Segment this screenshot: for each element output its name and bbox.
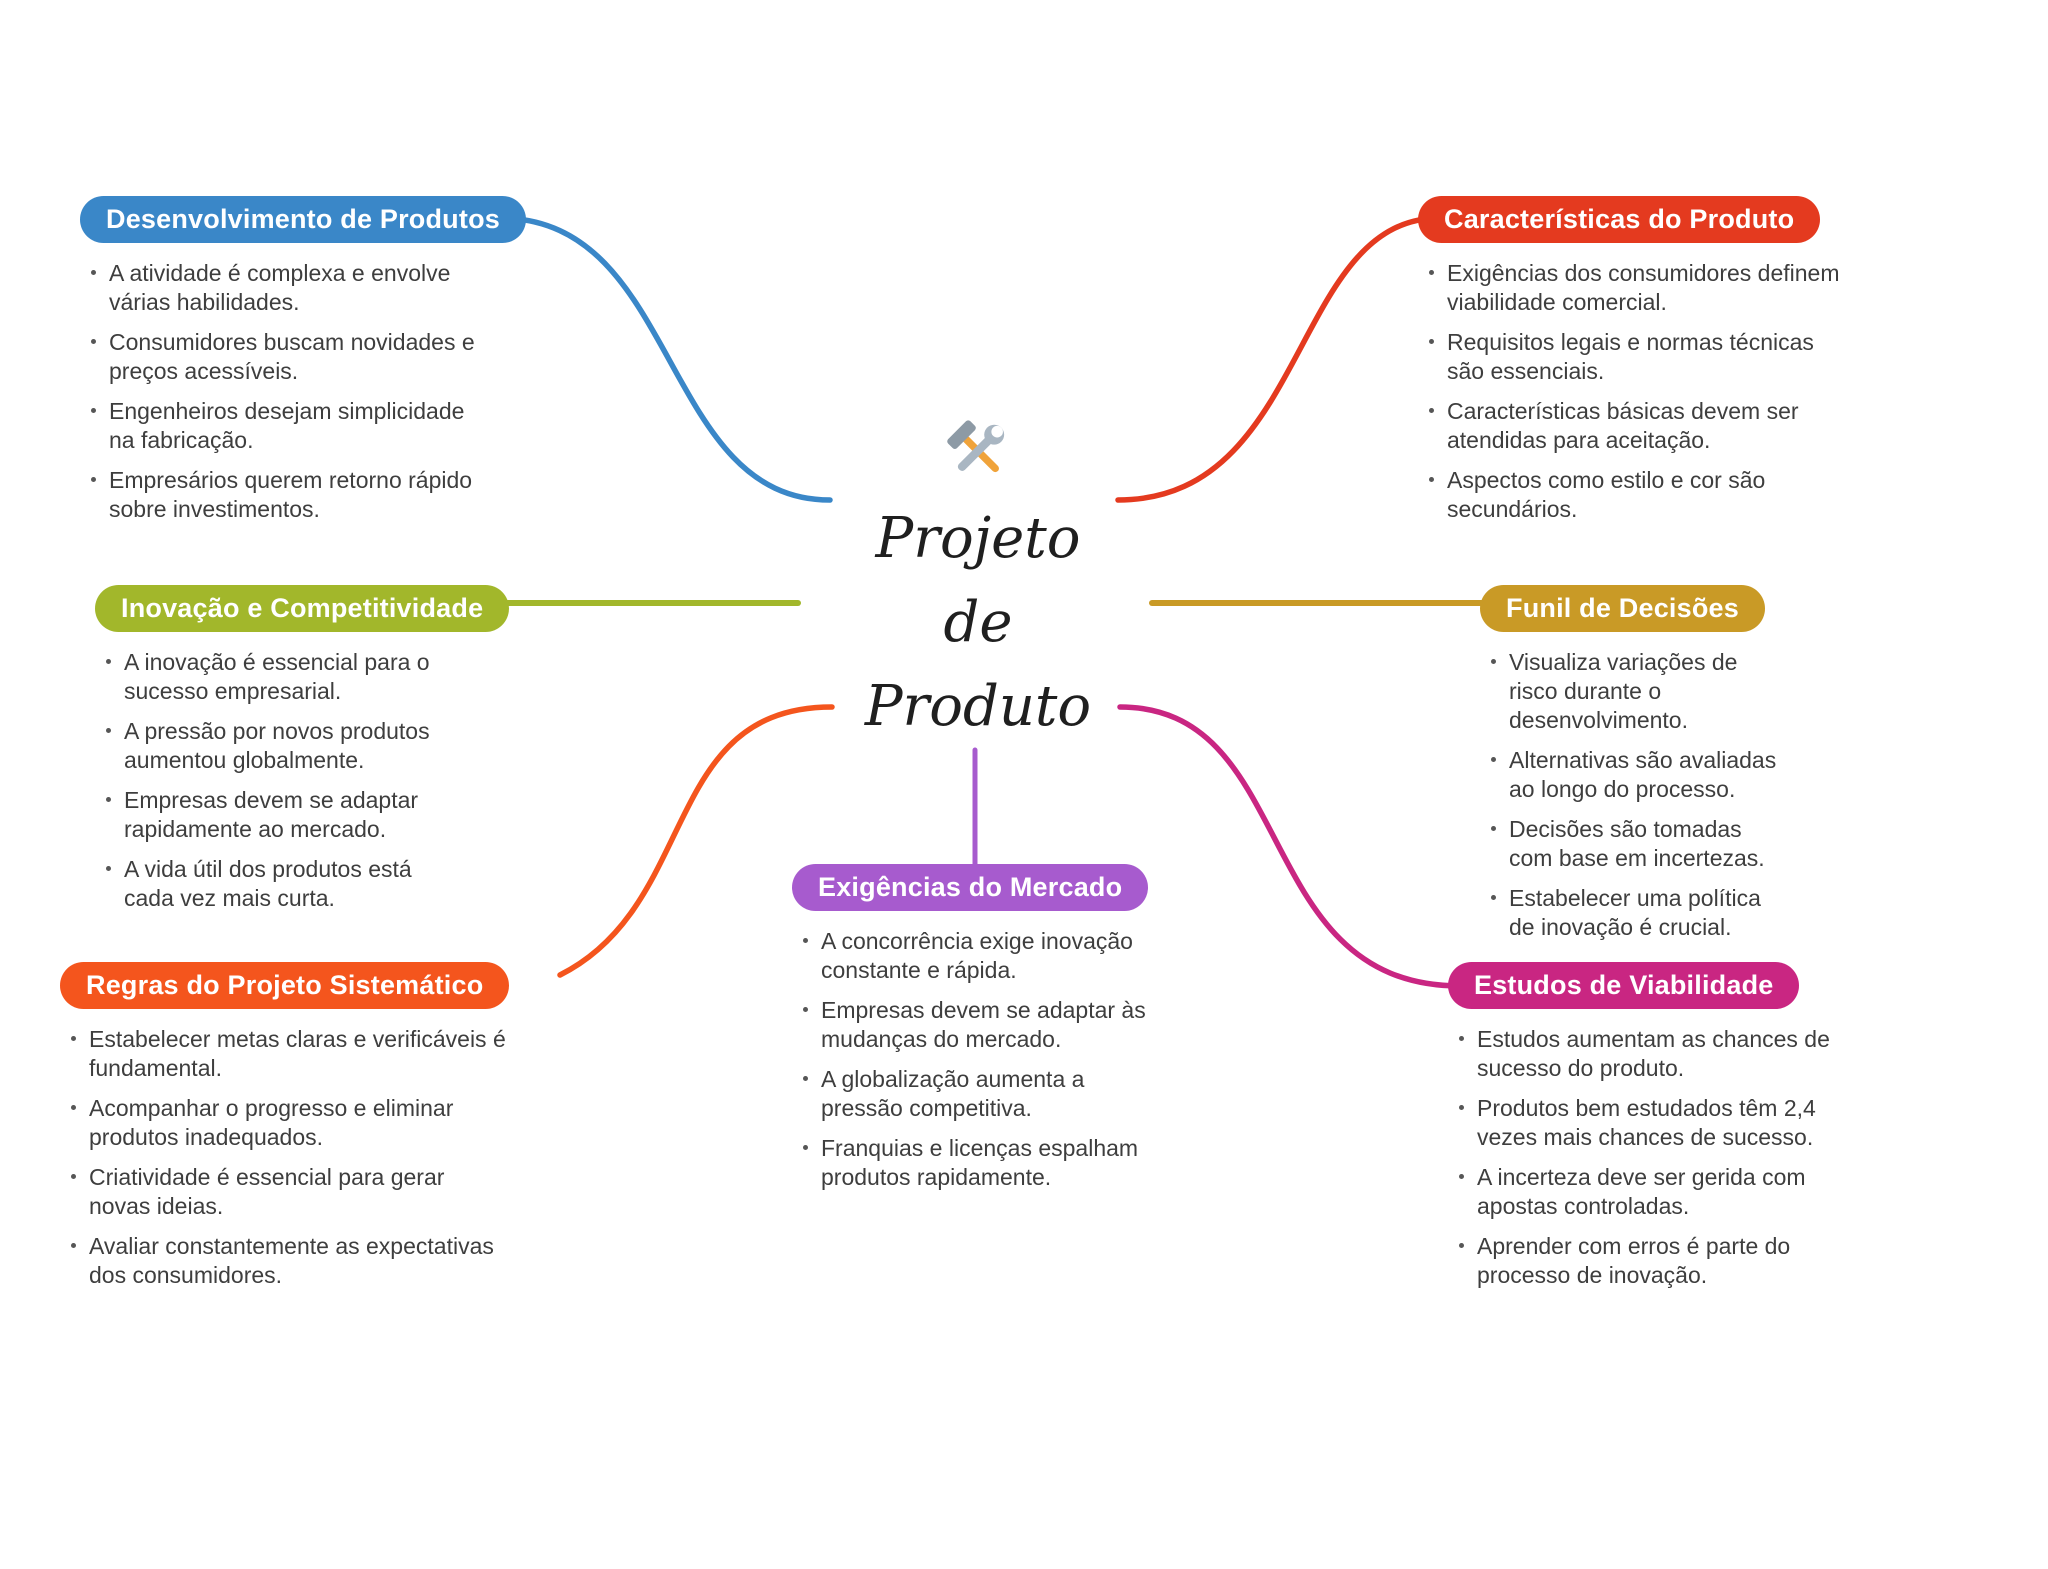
bullet-item: Acompanhar o progresso e eliminar produt… xyxy=(64,1094,509,1152)
branch-desenvolvimento-de-produtos: Desenvolvimento de Produtos A atividade … xyxy=(80,196,526,535)
branch-bullets-caracteristicas: Exigências dos consumidores definem viab… xyxy=(1422,259,1842,524)
branch-bullets-inovacao: A inovação é essencial para o sucesso em… xyxy=(99,648,449,913)
branch-title-mercado: Exigências do Mercado xyxy=(792,864,1149,911)
bullet-item: Aspectos como estilo e cor são secundári… xyxy=(1422,466,1842,524)
center-title-line-2: de xyxy=(943,590,1013,655)
branch-title-funil: Funil de Decisões xyxy=(1480,585,1765,632)
bullet-item: Engenheiros desejam simplicidade na fabr… xyxy=(84,397,484,455)
bullet-item: A atividade é complexa e envolve várias … xyxy=(84,259,484,317)
bullet-item: Estudos aumentam as chances de sucesso d… xyxy=(1452,1025,1852,1083)
branch-exigencias-do-mercado: Exigências do Mercado A concorrência exi… xyxy=(792,864,1156,1203)
bullet-item: Avaliar constantemente as expectativas d… xyxy=(64,1232,509,1290)
branch-bullets-mercado: A concorrência exige inovação constante … xyxy=(796,927,1156,1192)
branch-estudos-de-viabilidade: Estudos de Viabilidade Estudos aumentam … xyxy=(1448,962,1852,1301)
bullet-item: Empresas devem se adaptar às mudanças do… xyxy=(796,996,1156,1054)
branch-bullets-regras: Estabelecer metas claras e verificáveis … xyxy=(64,1025,509,1290)
branch-title-regras: Regras do Projeto Sistemático xyxy=(60,962,510,1009)
bullet-item: A vida útil dos produtos está cada vez m… xyxy=(99,855,449,913)
branch-title-inovacao: Inovação e Competitividade xyxy=(95,585,510,632)
branch-title-viabilidade: Estudos de Viabilidade xyxy=(1448,962,1800,1009)
bullet-item: Requisitos legais e normas técnicas são … xyxy=(1422,328,1842,386)
bullet-item: Visualiza variações de risco durante o d… xyxy=(1484,648,1784,735)
bullet-item: Exigências dos consumidores definem viab… xyxy=(1422,259,1842,317)
bullet-item: A globalização aumenta a pressão competi… xyxy=(796,1065,1156,1123)
branch-bullets-desenvolvimento: A atividade é complexa e envolve várias … xyxy=(84,259,484,524)
bullet-item: Empresas devem se adaptar rapidamente ao… xyxy=(99,786,449,844)
center-node: Projeto de Produto xyxy=(865,414,1091,749)
bullet-item: Estabelecer uma política de inovação é c… xyxy=(1484,884,1784,942)
bullet-item: A concorrência exige inovação constante … xyxy=(796,927,1156,985)
branch-inovacao-e-competitividade: Inovação e Competitividade A inovação é … xyxy=(95,585,510,924)
center-title-line-1: Projeto xyxy=(875,506,1081,571)
center-title-line-3: Produto xyxy=(864,674,1092,739)
hammer-and-wrench-icon xyxy=(865,414,1091,493)
connector-caracteristicas xyxy=(1115,215,1443,503)
branch-bullets-funil: Visualiza variações de risco durante o d… xyxy=(1484,648,1784,942)
bullet-item: A pressão por novos produtos aumentou gl… xyxy=(99,717,449,775)
branch-caracteristicas-do-produto: Características do Produto Exigências do… xyxy=(1418,196,1842,535)
bullet-item: Criatividade é essencial para gerar nova… xyxy=(64,1163,509,1221)
bullet-item: Alternativas são avaliadas ao longo do p… xyxy=(1484,746,1784,804)
branch-bullets-viabilidade: Estudos aumentam as chances de sucesso d… xyxy=(1452,1025,1852,1290)
bullet-item: Empresários querem retorno rápido sobre … xyxy=(84,466,484,524)
connector-viabilidade xyxy=(1117,704,1463,989)
connector-desenvolvimento xyxy=(497,215,833,503)
bullet-item: A incerteza deve ser gerida com apostas … xyxy=(1452,1163,1852,1221)
branch-title-caracteristicas: Características do Produto xyxy=(1418,196,1821,243)
bullet-item: Decisões são tomadas com base em incerte… xyxy=(1484,815,1784,873)
bullet-item: Franquias e licenças espalham produtos r… xyxy=(796,1134,1156,1192)
bullet-item: Consumidores buscam novidades e preços a… xyxy=(84,328,484,386)
branch-regras-do-projeto-sistematico: Regras do Projeto Sistemático Estabelece… xyxy=(60,962,510,1301)
bullet-item: Estabelecer metas claras e verificáveis … xyxy=(64,1025,509,1083)
bullet-item: Produtos bem estudados têm 2,4 vezes mai… xyxy=(1452,1094,1852,1152)
branch-title-desenvolvimento: Desenvolvimento de Produtos xyxy=(80,196,526,243)
branch-funil-de-decisoes: Funil de Decisões Visualiza variações de… xyxy=(1480,585,1784,953)
bullet-item: Aprender com erros é parte do processo d… xyxy=(1452,1232,1852,1290)
bullet-item: Características básicas devem ser atendi… xyxy=(1422,397,1842,455)
center-title: Projeto de Produto xyxy=(865,497,1091,749)
bullet-item: A inovação é essencial para o sucesso em… xyxy=(99,648,449,706)
